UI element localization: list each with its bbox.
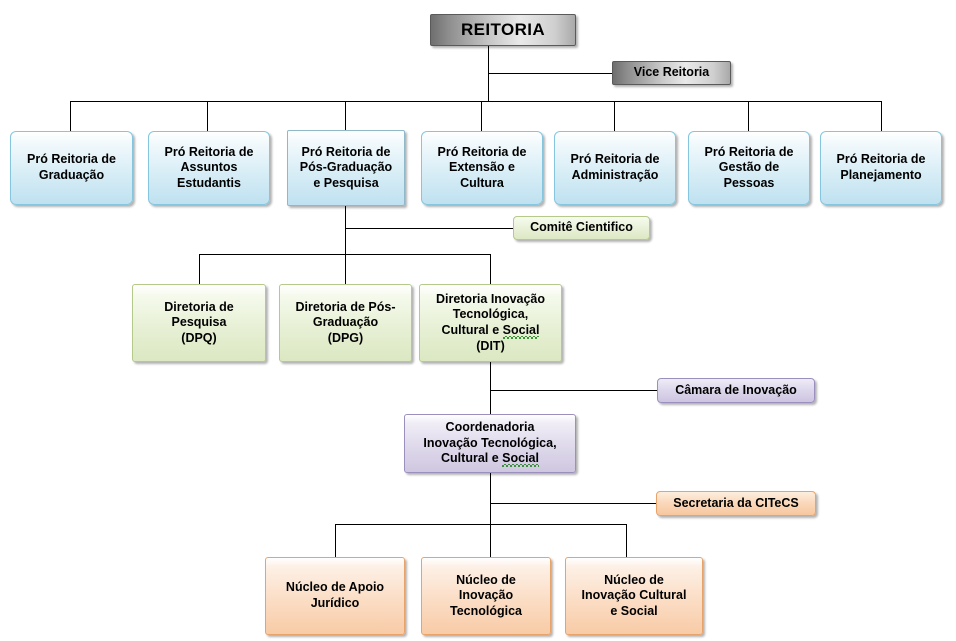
node-nucleo-inovacao-tecnologica[interactable]: Núcleo de Inovação Tecnológica [421, 557, 551, 635]
node-camara-inovacao-label: Câmara de Inovação [675, 382, 797, 397]
node-pro-reitoria-extensao-label: Pró Reitoria de Extensão e Cultura [437, 144, 527, 190]
node-diretoria-inovacao-label: Diretoria Inovação Tecnológica, Cultural… [435, 291, 546, 353]
connector-drop-extensao [481, 101, 482, 131]
node-camara-inovacao[interactable]: Câmara de Inovação [657, 378, 815, 403]
node-comite-cientifico-label: Comitê Cientifico [530, 220, 633, 235]
connector-pos-stem [345, 206, 346, 254]
node-vice-reitoria-label: Vice Reitoria [633, 65, 710, 80]
node-pro-reitoria-gestao-label: Pró Reitoria de Gestão de Pessoas [704, 144, 794, 190]
node-nucleo-apoio-juridico[interactable]: Núcleo de Apoio Jurídico [265, 557, 405, 635]
node-pro-reitoria-assuntos-label: Pró Reitoria de Assuntos Estudantis [164, 144, 254, 190]
connector-pro-reitoria-bus [70, 101, 881, 102]
connector-drop-dit [490, 254, 491, 284]
node-nucleo-juridico-label: Núcleo de Apoio Jurídico [285, 580, 385, 610]
connector-drop-administracao [614, 101, 615, 131]
node-comite-cientifico[interactable]: Comitê Cientifico [513, 216, 650, 240]
connector-drop-gestao [748, 101, 749, 131]
node-nucleo-tecnologica-label: Núcleo de Inovação Tecnológica [449, 572, 522, 618]
node-pro-reitoria-administracao-label: Pró Reitoria de Administração [570, 152, 660, 182]
connector-drop-dpg [345, 254, 346, 284]
node-reitoria-label: REITORIA [460, 20, 546, 40]
spellcheck-underline-social-coord: Social [502, 451, 539, 466]
node-vice-reitoria[interactable]: Vice Reitoria [612, 61, 731, 85]
node-diretoria-pesquisa[interactable]: Diretoria de Pesquisa (DPQ) [132, 284, 266, 362]
connector-vice-reitoria [488, 73, 613, 74]
node-pro-reitoria-graduacao[interactable]: Pró Reitoria de Graduação [10, 131, 133, 205]
connector-coordenadoria-stem [490, 473, 491, 525]
node-pro-reitoria-pos-label: Pró Reitoria de Pós-Graduação e Pesquisa [299, 144, 393, 190]
connector-drop-nucleo-juridico [335, 524, 336, 557]
node-reitoria[interactable]: REITORIA [430, 14, 576, 46]
node-pro-reitoria-planejamento-label: Pró Reitoria de Planejamento [836, 152, 926, 182]
connector-drop-graduacao [70, 101, 71, 131]
connector-secretaria [490, 503, 656, 504]
node-pro-reitoria-pos-graduacao-pesquisa[interactable]: Pró Reitoria de Pós-Graduação e Pesquisa [287, 130, 405, 206]
connector-reitoria-stem [488, 46, 489, 102]
node-pro-reitoria-extensao-cultura[interactable]: Pró Reitoria de Extensão e Cultura [421, 131, 543, 205]
node-secretaria-citecs[interactable]: Secretaria da CITeCS [656, 491, 816, 516]
connector-drop-pos [345, 101, 346, 131]
connector-drop-nucleo-cultural [626, 524, 627, 557]
node-diretoria-inovacao-tecnologica[interactable]: Diretoria Inovação Tecnológica, Cultural… [419, 284, 562, 362]
connector-drop-planejamento [881, 101, 882, 131]
node-diretoria-pos-graduacao-label: Diretoria de Pós- Graduação (DPG) [295, 299, 396, 345]
node-pro-reitoria-graduacao-label: Pró Reitoria de Graduação [27, 152, 116, 182]
spellcheck-underline-social-dit: Social [502, 323, 540, 337]
node-pro-reitoria-planejamento[interactable]: Pró Reitoria de Planejamento [820, 131, 942, 205]
connector-drop-nucleo-tecnologica [490, 524, 491, 557]
node-pro-reitoria-administracao[interactable]: Pró Reitoria de Administração [554, 131, 676, 205]
connector-drop-dpq [199, 254, 200, 284]
connector-comite [345, 228, 513, 229]
connector-diretoria-bus [199, 254, 490, 255]
connector-nucleo-bus [335, 524, 626, 525]
node-nucleo-cultural-label: Núcleo de Inovação Cultural e Social [581, 572, 687, 618]
node-pro-reitoria-gestao-pessoas[interactable]: Pró Reitoria de Gestão de Pessoas [688, 131, 810, 205]
node-secretaria-citecs-label: Secretaria da CITeCS [673, 495, 799, 510]
connector-camara [490, 390, 657, 391]
connector-dit-stem [490, 362, 491, 414]
node-diretoria-pos-graduacao[interactable]: Diretoria de Pós- Graduação (DPG) [279, 284, 412, 362]
connector-drop-assuntos [207, 101, 208, 131]
node-diretoria-pesquisa-label: Diretoria de Pesquisa (DPQ) [164, 299, 234, 345]
node-coordenadoria-label: Coordenadoria Inovação Tecnológica, Cult… [423, 420, 557, 466]
node-nucleo-inovacao-cultural-social[interactable]: Núcleo de Inovação Cultural e Social [565, 557, 703, 635]
node-pro-reitoria-assuntos-estudantis[interactable]: Pró Reitoria de Assuntos Estudantis [148, 131, 270, 205]
node-coordenadoria-inovacao[interactable]: Coordenadoria Inovação Tecnológica, Cult… [404, 414, 576, 473]
